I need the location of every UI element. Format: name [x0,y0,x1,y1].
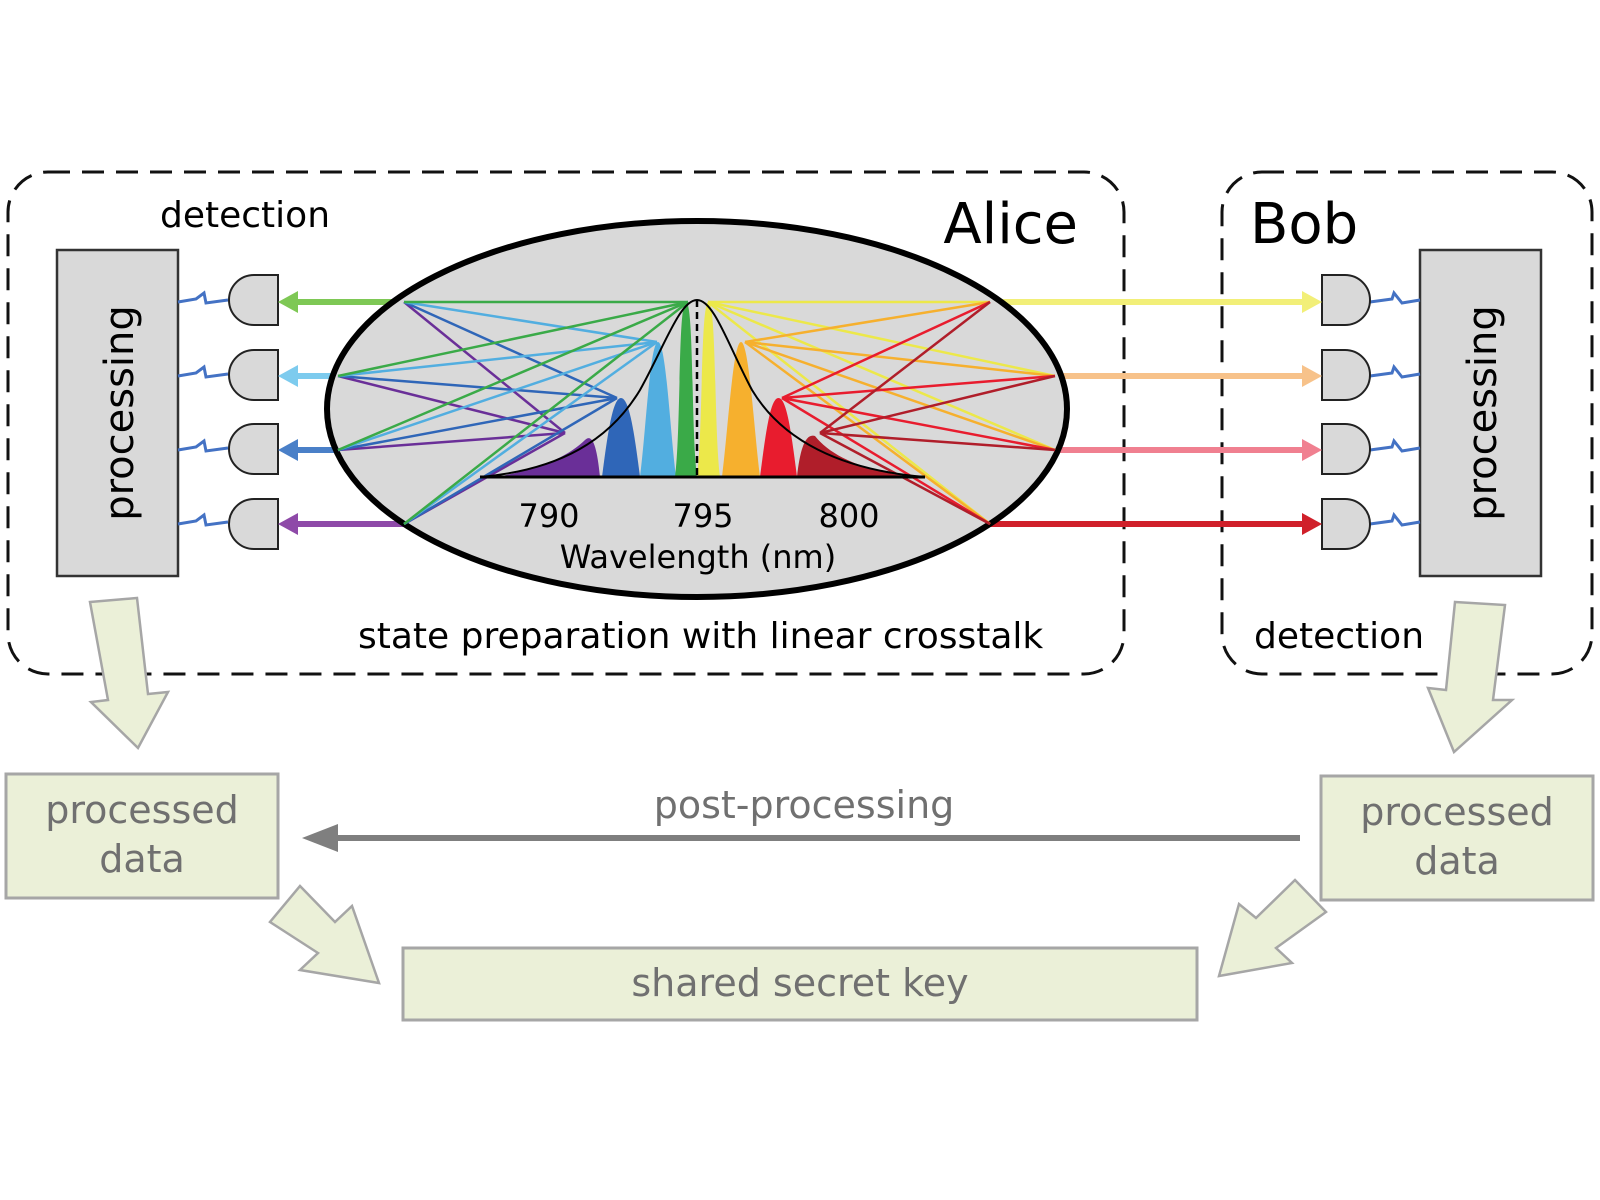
tick-label-800: 800 [818,497,879,535]
crosstalk-line [744,340,1056,452]
bob-processing-label: processing [1460,305,1506,521]
wire-icon [177,438,229,453]
crosstalk-line [403,340,658,526]
alice-down-arrow-icon [88,596,171,751]
detector-icon [1321,349,1371,401]
crosstalk-line [337,374,566,435]
bob-label: Bob [1250,192,1358,257]
crosstalk-line [781,396,991,526]
spectral-peak [602,398,640,477]
spectral-peak [797,435,912,477]
alice-to-key-arrow-icon [268,884,381,985]
bob-to-key-arrow-icon [1217,878,1328,978]
crosstalk-line [403,396,618,526]
bob-detection-label: detection [1254,616,1424,657]
spectral-peak [722,342,760,477]
crosstalk-lines [337,300,1056,526]
alice-channel-arrowhead-icon [278,513,298,535]
crosstalk-line [337,340,658,452]
alice-processed-label: processed [45,788,239,832]
alice-data-label: data [99,837,185,881]
crosstalk-line [337,300,689,452]
detector-icon [228,498,279,550]
crosstalk-line [819,431,1056,452]
detector-icon [1321,423,1371,475]
crosstalk-line [337,300,689,378]
crosstalk-line [403,300,658,344]
alice-wires [177,290,229,527]
spectral-peak [495,438,600,477]
alice-processing-label: processing [97,305,143,521]
bob-channel-arrowhead-icon [1302,513,1322,535]
crosstalk-line [781,374,1056,400]
spectral-peak [675,302,697,477]
bob-detectors [1321,274,1371,550]
bob-down-arrow-icon [1426,600,1516,755]
crosstalk-line [337,396,618,452]
bob-wires [1369,289,1421,527]
bob-channel-arrowhead-icon [1302,291,1322,313]
bob-processed-label: processed [1360,790,1554,834]
shared-secret-key-label: shared secret key [631,961,968,1005]
tick-label-790: 790 [518,497,579,535]
bob-processed-data-box: processed data [1319,774,1595,902]
wire-icon [177,512,229,527]
crosstalk-line [403,300,618,400]
bob-processing-box: processing [1418,248,1543,578]
detector-icon [228,274,279,326]
post-processing-label: post-processing [654,783,955,827]
wavelength-axis-label: Wavelength (nm) [560,538,836,576]
bob-frame [1220,170,1594,676]
alice-detectors [228,274,279,550]
wire-icon [1369,289,1421,305]
tick-label-795: 795 [672,497,733,535]
crosstalk-line [403,301,689,525]
bob-channel-arrowhead-icon [1302,439,1322,461]
spectral-peak [640,342,676,477]
crosstalk-line [744,340,1056,378]
crosstalk-line [403,301,566,434]
bob-channel-arrowhead-icon [1302,365,1322,387]
alice-channel-arrowhead-icon [278,291,298,313]
spectral-peak [760,398,797,477]
bob-data-label: data [1414,839,1500,883]
spectral-peaks [495,302,912,477]
spectral-peak [697,302,720,477]
alice-frame [6,170,1126,676]
wire-icon [177,290,229,305]
detector-icon [1321,498,1371,550]
channel-arrows [278,291,1322,535]
crosstalk-line [707,301,991,525]
detector-icon [1321,274,1371,326]
crosstalk-line [707,300,1056,452]
state-preparation-label: state preparation with linear crosstalk [358,616,1043,657]
crosstalk-line [707,300,1056,378]
alice-channel-arrowhead-icon [278,365,298,387]
alice-label: Alice [943,192,1078,257]
crosstalk-line [819,374,1056,435]
crosstalk-line [781,396,1056,452]
detector-icon [228,349,279,401]
detector-icon [228,423,279,475]
alice-detection-label: detection [160,195,330,236]
wire-icon [1369,437,1421,453]
crosstalk-line [819,301,991,434]
alice-processed-data-box: processed data [4,772,280,900]
wire-icon [1369,363,1421,379]
crosstalk-line [781,300,991,400]
shared-secret-key-box: shared secret key [401,946,1199,1022]
alice-channel-arrowhead-icon [278,439,298,461]
crosstalk-line [337,340,658,378]
wire-icon [177,364,229,379]
arrowhead-left-icon [302,824,338,852]
crosstalk-line [744,340,991,526]
alice-processing-box: processing [55,248,180,578]
wire-icon [1369,511,1421,527]
crosstalk-line [744,300,991,344]
post-processing-arrow [302,824,1300,852]
